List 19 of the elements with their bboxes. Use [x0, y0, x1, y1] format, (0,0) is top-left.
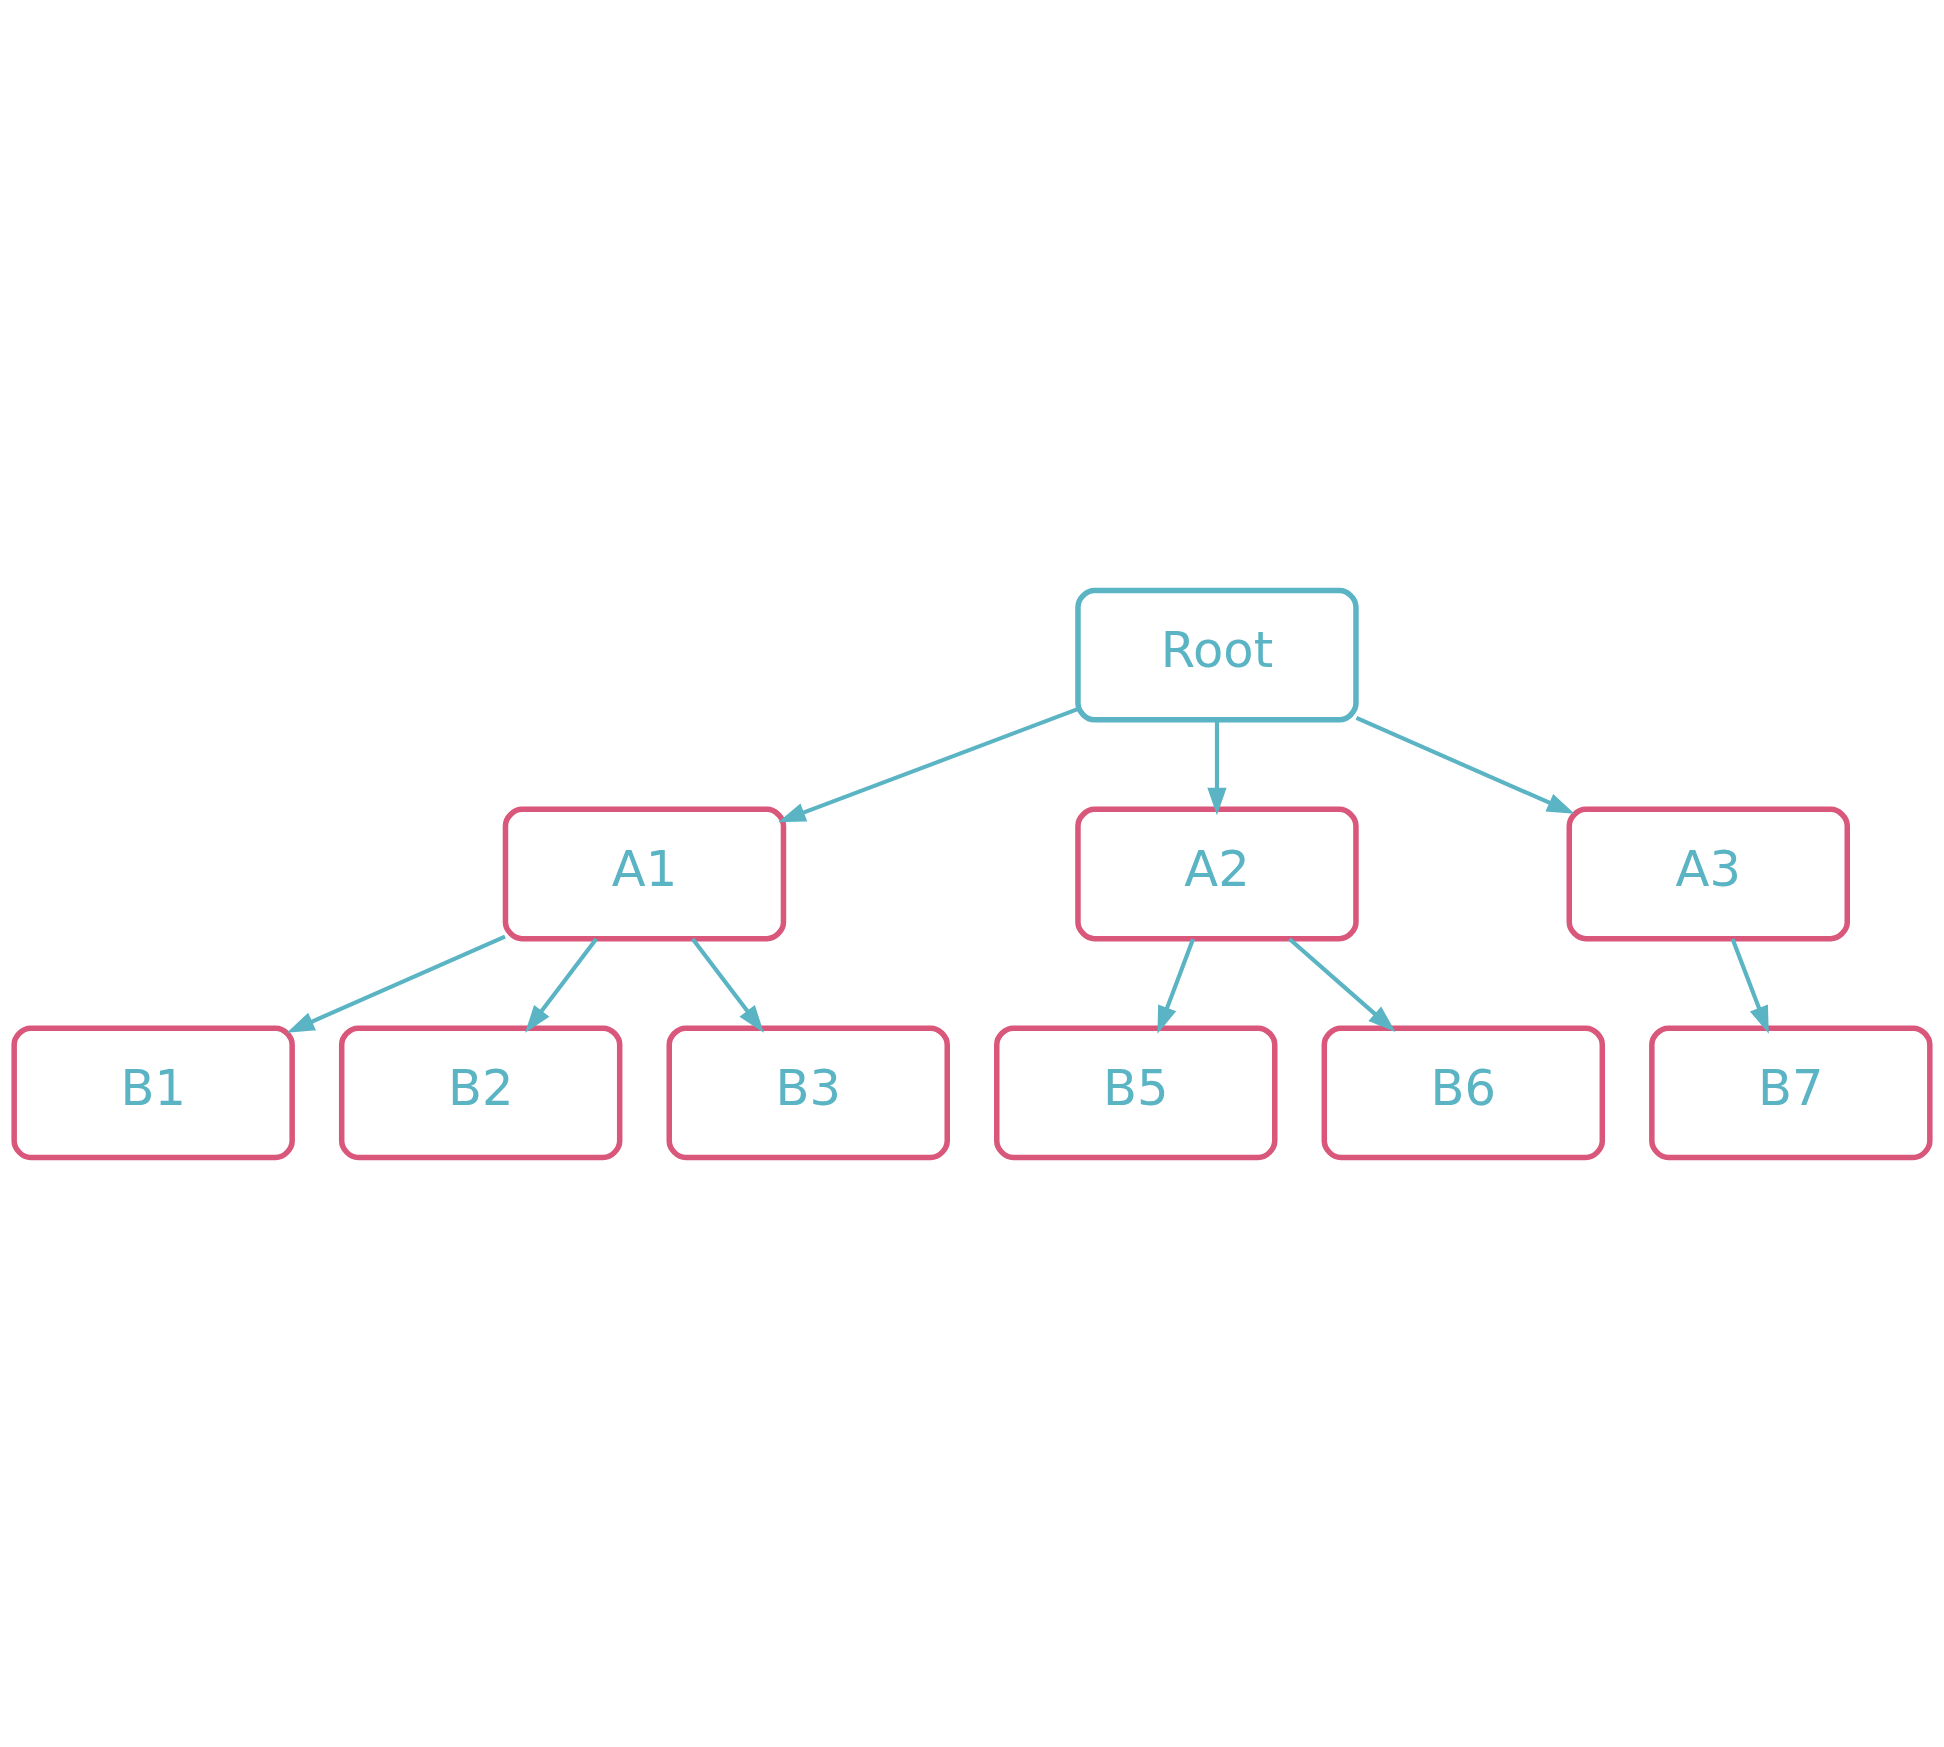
arrow	[1355, 715, 1575, 814]
node-box: B7	[1649, 1024, 1933, 1160]
arrow	[691, 937, 764, 1033]
arrow	[778, 706, 1079, 822]
arrow	[1730, 937, 1769, 1034]
node-box: B2	[338, 1024, 623, 1160]
node-box: B6	[1321, 1024, 1606, 1160]
node-box: Root	[1075, 587, 1359, 723]
node-box: B3	[666, 1024, 950, 1160]
arrow	[1157, 937, 1195, 1034]
node-box: A3	[1566, 806, 1850, 941]
arrow	[1288, 937, 1396, 1032]
arrow	[286, 934, 506, 1033]
node-box: B5	[994, 1024, 1278, 1160]
node-box: A1	[502, 806, 787, 941]
node-box: B1	[11, 1024, 295, 1160]
node-box: A2	[1075, 806, 1359, 941]
arrow	[1207, 719, 1227, 815]
arrow	[525, 937, 598, 1033]
